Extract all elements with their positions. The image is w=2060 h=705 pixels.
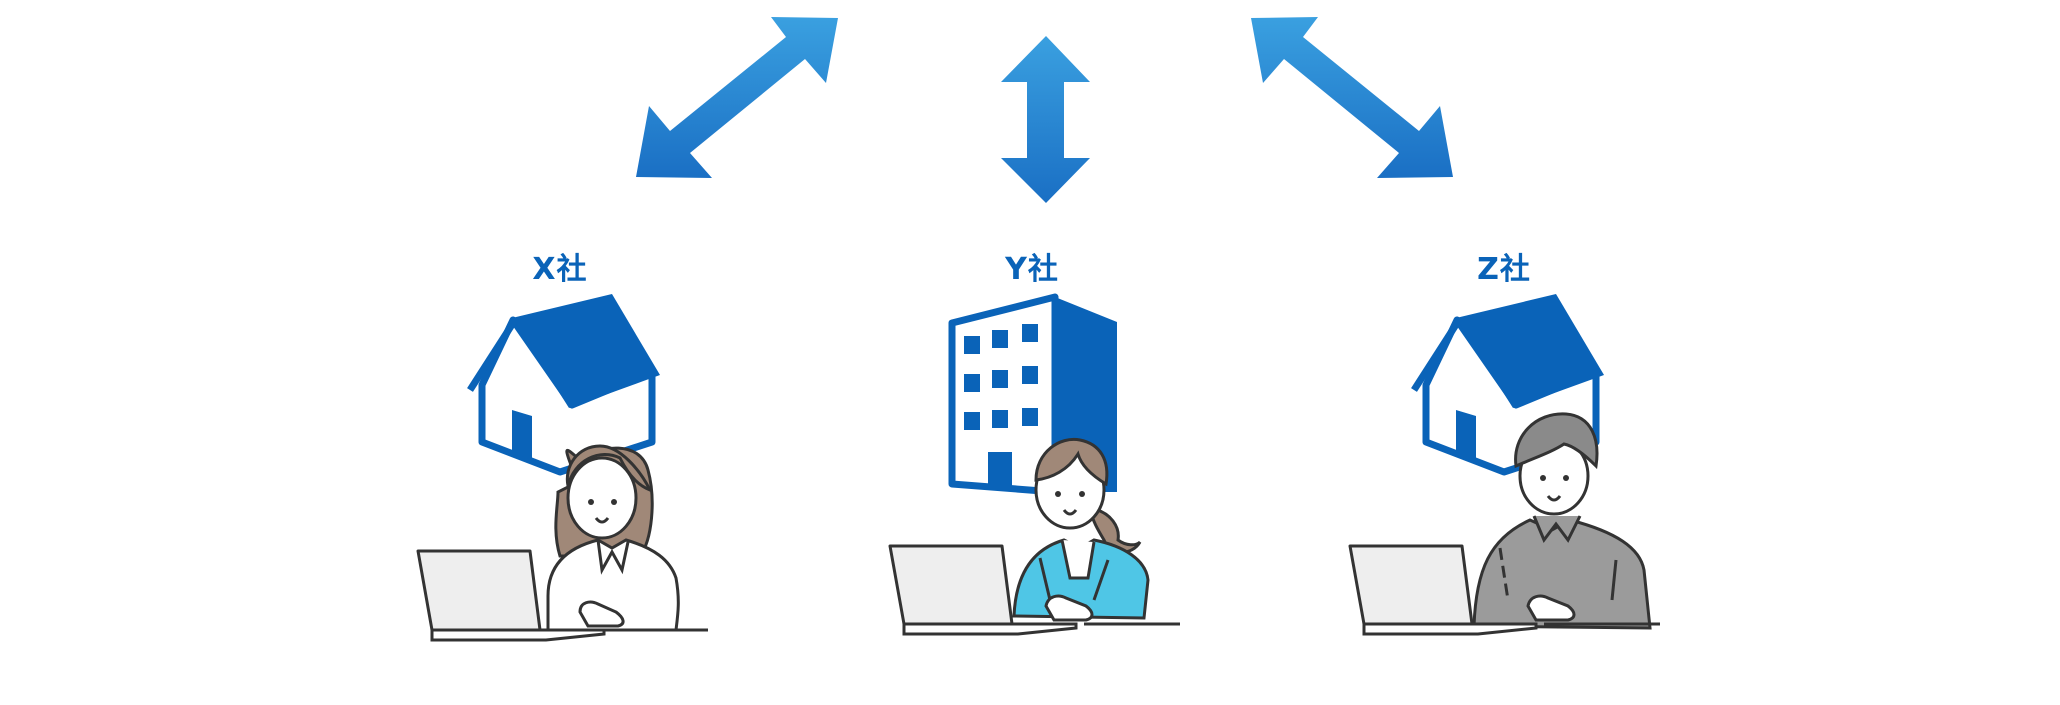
laptop-icon-x: [416, 549, 708, 642]
company-label-x: X社: [532, 252, 588, 287]
vertical-arrow-to-y-icon: [1001, 36, 1090, 203]
laptop-icon-z: [1348, 544, 1660, 636]
laptop-icon-y: [888, 544, 1180, 636]
person-woman-long-hair: [546, 444, 680, 632]
person-woman-ponytail: [1012, 437, 1150, 622]
house-icon-x: [467, 294, 660, 476]
diagonal-arrow-to-x-icon: [636, 17, 838, 178]
company-label-z: Z社: [1477, 252, 1531, 287]
person-man-short-hair: [1472, 412, 1652, 630]
diagonal-arrow-to-z-icon: [1251, 17, 1453, 178]
company-label-y: Y社: [1005, 252, 1059, 287]
